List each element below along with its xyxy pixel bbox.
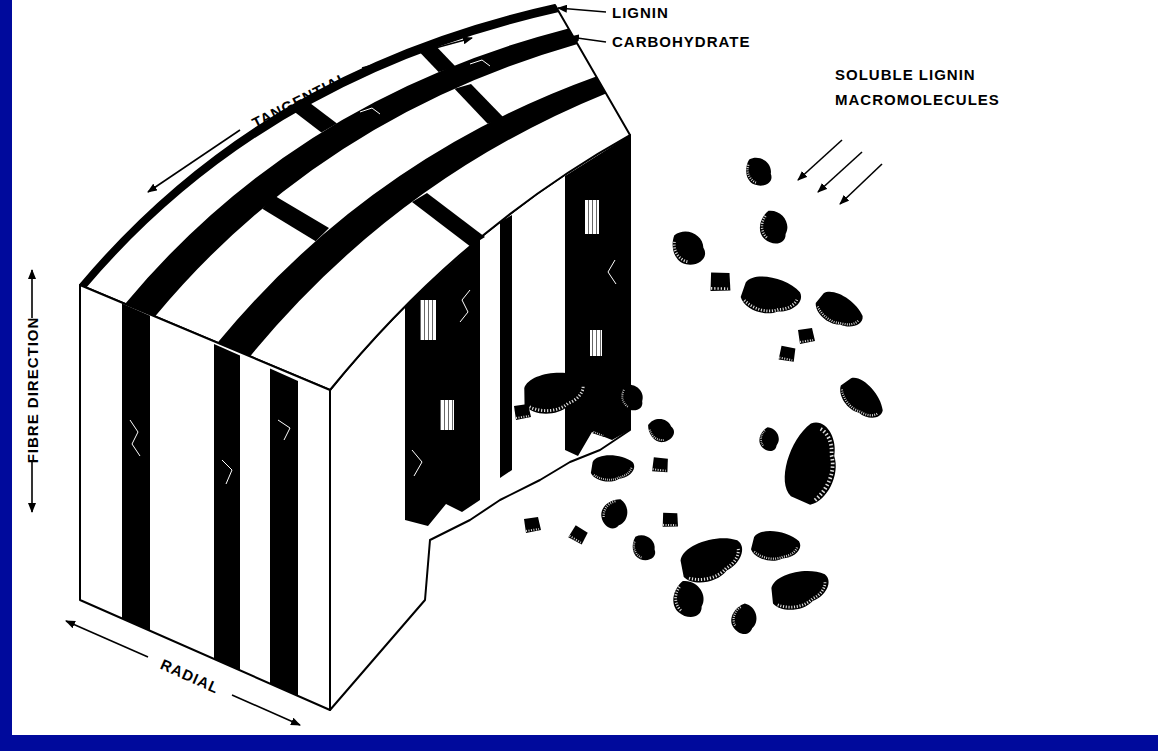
leader-arrow xyxy=(558,8,606,12)
hatch-patch xyxy=(590,330,602,356)
lignin-stripe xyxy=(122,304,150,631)
wood-block xyxy=(80,5,630,710)
illustration-part xyxy=(524,517,541,533)
illustration-part xyxy=(633,535,656,560)
direction-arrow xyxy=(66,621,148,657)
illustration-part xyxy=(811,285,868,337)
component-label: LIGNIN xyxy=(612,0,669,25)
crack-line xyxy=(278,420,290,440)
illustration-part xyxy=(726,600,763,638)
illustration-part xyxy=(776,417,850,509)
illustration-part xyxy=(835,371,889,427)
lignin-stripe xyxy=(500,215,512,478)
crack-line xyxy=(412,450,422,476)
illustration-part xyxy=(661,511,681,530)
lignin-bridge xyxy=(412,193,485,246)
illustration-part xyxy=(755,425,783,454)
crack-line xyxy=(222,460,232,484)
illustration-part xyxy=(746,158,771,186)
illustration-part xyxy=(650,455,671,475)
illustration-part xyxy=(777,344,798,365)
leader-arrows xyxy=(32,8,882,725)
direction-arrow xyxy=(148,130,240,192)
direction-label: TANGENTIAL xyxy=(247,65,352,135)
lignin-bridge xyxy=(455,84,506,124)
illustration-part xyxy=(591,421,609,439)
lignin-bridge xyxy=(262,196,329,241)
illustration-part xyxy=(708,270,733,294)
hatch-patch xyxy=(440,400,454,430)
illustration-part xyxy=(768,567,832,613)
lignin-stripe xyxy=(214,344,240,670)
direction-arrow xyxy=(31,462,33,512)
illustration-part xyxy=(670,228,706,267)
lignin-band xyxy=(80,5,559,288)
illustration-part xyxy=(738,271,804,322)
crack-line xyxy=(470,60,490,66)
illustration-part xyxy=(645,414,677,447)
lignin-band xyxy=(125,28,578,316)
crack-line xyxy=(608,260,616,284)
illustration-part xyxy=(567,524,590,547)
direction-label: RADIAL xyxy=(156,652,223,700)
leader-arrow xyxy=(798,140,842,180)
illustration-part xyxy=(522,370,589,415)
component-label: CARBOHYDRATE xyxy=(612,29,750,54)
direction-label: FIBRE DIRECTION xyxy=(20,317,45,464)
leader-arrow xyxy=(818,152,862,192)
direction-arrow xyxy=(362,38,472,68)
illustration-part xyxy=(590,454,635,484)
lignin-stripe xyxy=(270,369,298,696)
illustration-part xyxy=(619,383,646,411)
direction-arrow xyxy=(31,270,33,318)
hatch-patch xyxy=(420,300,436,340)
illustration-part xyxy=(668,578,709,621)
illustration-part xyxy=(798,328,815,344)
illustration-part xyxy=(596,496,633,532)
illustration-part xyxy=(676,532,748,587)
crack-line xyxy=(360,108,380,114)
leader-arrow xyxy=(570,37,606,42)
lignin-stripe xyxy=(565,135,630,456)
leader-arrow xyxy=(840,164,882,204)
front-face xyxy=(80,285,330,710)
crack-line xyxy=(130,420,140,456)
illustration-part xyxy=(755,208,792,247)
direction-arrow xyxy=(232,695,300,725)
lignin-bridge xyxy=(415,42,456,72)
lignin-particles xyxy=(514,158,888,638)
crack-line xyxy=(460,290,470,322)
illustration-part xyxy=(750,528,802,566)
hatch-patch xyxy=(585,200,599,234)
particle-label: SOLUBLE LIGNIN MACROMOLECULES xyxy=(835,62,1000,112)
illustration-part xyxy=(514,404,531,420)
